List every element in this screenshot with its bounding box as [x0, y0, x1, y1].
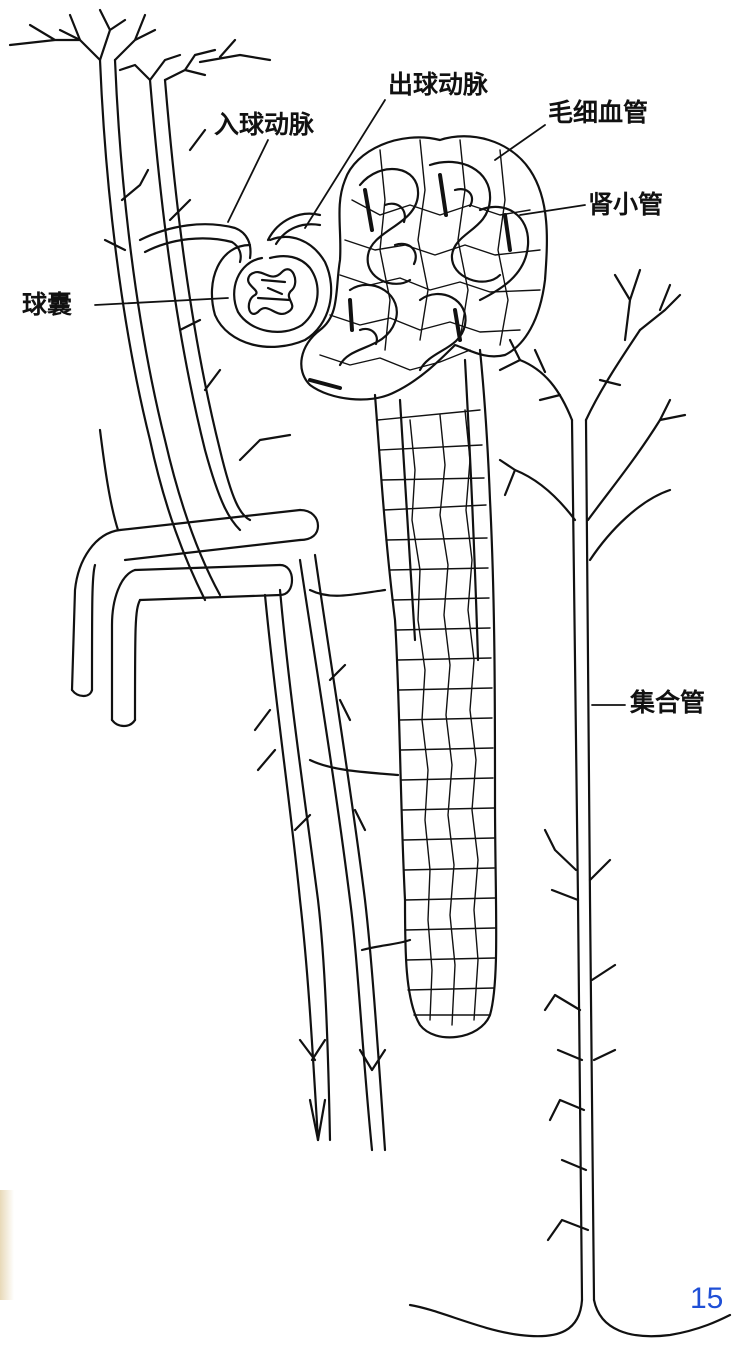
efferent-arteriole-vessel	[268, 214, 320, 244]
collecting-duct-tube	[410, 270, 730, 1336]
label-glomerular-capsule: 球囊	[22, 292, 72, 317]
label-efferent-arteriole: 出球动脉	[388, 72, 488, 97]
afferent-arteriole-vessel	[140, 224, 250, 262]
label-capillary: 毛细血管	[548, 100, 648, 125]
label-renal-tubule: 肾小管	[588, 192, 663, 217]
leader-lines	[95, 100, 625, 705]
label-collecting-duct: 集合管	[630, 690, 705, 715]
scan-edge-shading	[0, 1190, 14, 1300]
page-number: 15	[690, 1284, 723, 1314]
glomerular-capsule-shape	[212, 237, 331, 347]
label-afferent-arteriole: 入球动脉	[214, 112, 314, 137]
loop-of-henle	[375, 350, 496, 1037]
descending-vessels	[255, 555, 410, 1150]
